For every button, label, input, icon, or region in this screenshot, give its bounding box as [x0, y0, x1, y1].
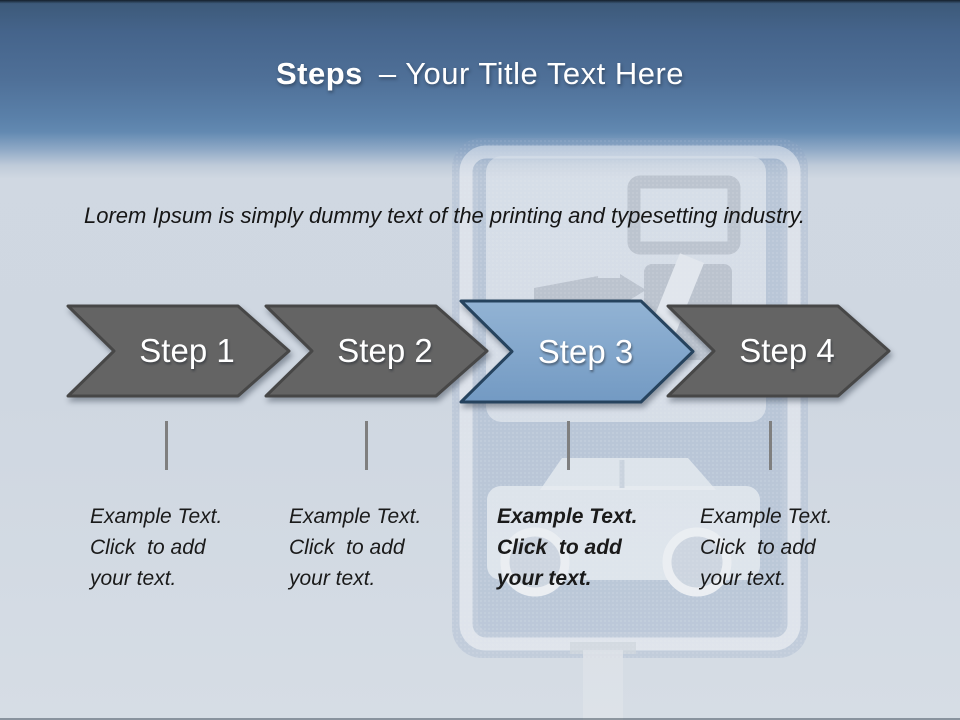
- step-description-1: Example Text. Click to add your text.: [90, 505, 223, 590]
- step-chevron-4: Step 4: [666, 304, 892, 398]
- step-chevron-3-highlighted: Step 3: [459, 299, 696, 404]
- step-label: Step 1: [139, 332, 235, 369]
- step-label: Step 3: [537, 332, 634, 370]
- step-tick-4: [769, 421, 772, 470]
- step-chevron-2: Step 2: [264, 304, 490, 398]
- intro-text: Lorem Ipsum is simply dummy text of the …: [84, 203, 806, 228]
- step-description-2: Example Text. Click to add your text.: [289, 505, 422, 590]
- step-description-4: Example Text. Click to add your text.: [700, 505, 833, 590]
- step-tick-3: [567, 421, 570, 470]
- page-title: Steps – Your Title Text Here: [0, 56, 960, 92]
- step-label: Step 4: [739, 332, 835, 369]
- step-description-3: Example Text. Click to add your text.: [497, 505, 638, 590]
- step-label: Step 2: [337, 332, 433, 369]
- step-tick-2: [365, 421, 368, 470]
- title-subtitle: – Your Title Text Here: [378, 56, 685, 91]
- title-keyword: Steps: [275, 56, 363, 91]
- step-chevron-1: Step 1: [66, 304, 292, 398]
- step-tick-1: [165, 421, 168, 470]
- slide-bottom-edge: [0, 718, 960, 720]
